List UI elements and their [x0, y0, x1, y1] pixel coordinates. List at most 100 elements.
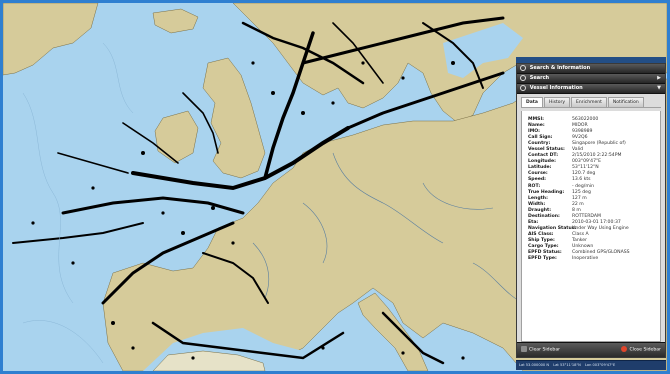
- info-icon: [520, 84, 526, 91]
- field-row: Cargo Type:Unknown: [528, 244, 654, 250]
- land-iceland: [152, 8, 199, 34]
- field-value: Unknown: [572, 243, 594, 249]
- field-label: Eta:: [528, 219, 539, 225]
- field-label: Draught:: [528, 207, 552, 213]
- search-header[interactable]: Search ▶: [517, 74, 665, 84]
- field-value: 563022000: [572, 117, 599, 122]
- field-value: MIDOR: [572, 123, 588, 129]
- field-value: 127 m: [572, 195, 587, 201]
- field-row: Eta: 2010-03-01 17:00:37: [528, 220, 654, 226]
- field-value: ROTTERDAM: [572, 213, 601, 219]
- field-row: Contact DT: 2/15/2010 2:22:54PM: [528, 153, 654, 159]
- sidebar-panel: Search & Information Search ▶ Vessel Inf…: [516, 63, 666, 358]
- field-label: True Heading:: [528, 189, 565, 195]
- tab-notification[interactable]: Notification: [607, 97, 644, 107]
- depth-contours: [22, 42, 134, 364]
- tab-enrichment[interactable]: Enrichment: [570, 97, 607, 107]
- status-middle: Lat 53°11'18"N: [553, 363, 581, 367]
- field-row: ROT:- deg/min: [528, 184, 654, 190]
- field-label: Latitude:: [528, 165, 552, 171]
- field-label: Name:: [528, 123, 545, 129]
- field-value: Valid: [572, 147, 584, 153]
- close-sidebar-button[interactable]: Close Sidebar: [621, 346, 661, 355]
- field-row: EPFD Type:Inoperative: [528, 256, 654, 262]
- field-row: Name: MIDOR: [528, 123, 654, 129]
- field-value: 53°11'12"N: [572, 165, 599, 171]
- field-value: 8 m: [572, 207, 581, 213]
- field-value: 9398989: [572, 129, 593, 135]
- land-ireland: [154, 110, 199, 164]
- field-value: Under Way Using Engine: [572, 225, 629, 231]
- field-label: IMO:: [528, 129, 541, 135]
- field-label: Country:: [528, 141, 551, 147]
- field-value: 2010-03-01 17:00:37: [572, 219, 621, 225]
- field-value: Class A: [572, 231, 589, 237]
- field-label: Width:: [528, 201, 546, 207]
- close-icon: [621, 346, 628, 352]
- vessel-markers: [31, 61, 465, 360]
- field-value: 125 deg: [572, 189, 591, 195]
- field-label: Length:: [528, 195, 548, 201]
- field-label: EPFD Type:: [528, 256, 557, 262]
- field-label: EPFD Status:: [528, 250, 562, 256]
- tab-data[interactable]: Data: [521, 97, 543, 107]
- sea-mediterranean: [143, 303, 523, 371]
- field-row: Longitude: 003°09'47"E: [528, 159, 654, 165]
- field-row: Width: 22 m: [528, 202, 654, 208]
- field-value: 2/15/2010 2:22:54PM: [572, 153, 622, 159]
- field-value: Combined GPS/GLONASS: [572, 250, 630, 256]
- land-italy: [357, 292, 429, 371]
- field-value: 003°09'47"E: [572, 159, 602, 165]
- field-label: Contact DT:: [528, 153, 559, 159]
- field-row: Call Sign: 9V2Q6: [528, 135, 654, 141]
- status-right: Lon 003°09'47"E: [584, 363, 616, 367]
- land-north-africa: [152, 350, 266, 371]
- globe-icon: [520, 64, 526, 71]
- vessel-data-table: MMSI:563022000 Name:MIDOR IMO:9398989 Ca…: [521, 111, 661, 342]
- search-title: Search: [529, 75, 550, 81]
- field-label: AIS Class:: [528, 231, 554, 237]
- field-label: Destination:: [528, 213, 560, 219]
- field-label: Navigation Status:: [528, 225, 577, 231]
- field-value: Singapore (Republic of): [572, 141, 626, 147]
- field-row: Speed:13.6 kts: [528, 177, 654, 183]
- field-row: Ship Type: Tanker: [528, 238, 654, 244]
- sea-baltic: [443, 23, 523, 78]
- field-row: Course:120.7 deg: [528, 171, 654, 177]
- field-value: Tanker: [572, 237, 587, 243]
- field-row: Navigation Status:Under Way Using Engine: [528, 226, 654, 232]
- search-info-header[interactable]: Search & Information: [517, 64, 665, 74]
- field-row: Country: Singapore (Republic of): [528, 141, 654, 147]
- field-row: IMO: 9398989: [528, 129, 654, 135]
- field-value: 9V2Q6: [572, 135, 588, 141]
- field-row: Latitude: 53°11'12"N: [528, 165, 654, 171]
- clear-sidebar-label: Clear Sidebar: [529, 347, 561, 353]
- field-label: Call Sign:: [528, 135, 553, 141]
- field-row: Vessel Status:Valid: [528, 147, 654, 153]
- vessel-info-title: Vessel Information: [529, 85, 583, 91]
- search-icon: [520, 74, 526, 81]
- clear-icon: [521, 346, 527, 352]
- field-row: Length: 127 m: [528, 196, 654, 202]
- land-greenland: [3, 3, 99, 76]
- vessel-info-header[interactable]: Vessel Information ▼: [517, 84, 665, 94]
- collapse-icon[interactable]: ▼: [657, 85, 661, 91]
- field-label: Longitude:: [528, 159, 556, 165]
- vessel-tracks: [12, 16, 505, 365]
- field-row: True Heading: 125 deg: [528, 190, 654, 196]
- tab-history[interactable]: History: [543, 97, 570, 107]
- land-great-britain: [202, 57, 266, 179]
- field-value: 120.7 deg: [572, 171, 596, 177]
- field-label: Ship Type:: [528, 237, 555, 243]
- field-row: EPFD Status: Combined GPS/GLONASS: [528, 250, 654, 256]
- field-label: ROT:: [528, 183, 541, 189]
- expand-icon[interactable]: ▶: [657, 75, 661, 81]
- field-value: 22 m: [572, 201, 584, 207]
- panel-footer: Clear Sidebar Close Sidebar: [517, 342, 665, 357]
- close-sidebar-label: Close Sidebar: [629, 347, 661, 353]
- field-row: Draught: 8 m: [528, 208, 654, 214]
- panel-top-strip: [516, 57, 666, 63]
- vessel-tabs: Data History Enrichment Notification: [521, 97, 661, 108]
- clear-sidebar-button[interactable]: Clear Sidebar: [521, 346, 560, 355]
